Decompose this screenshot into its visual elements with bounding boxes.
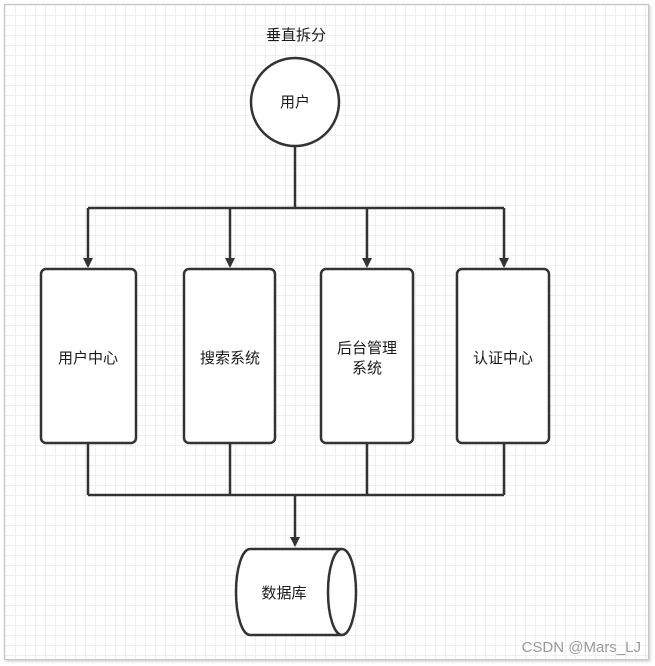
database-node: 数据库	[234, 547, 358, 637]
watermark-text: CSDN @Mars_LJ	[522, 639, 641, 656]
diagram-title: 垂直拆分	[266, 26, 326, 44]
service-label: 用户中心	[58, 349, 118, 367]
database-label: 数据库	[261, 584, 306, 602]
service-label: 认证中心	[473, 349, 533, 367]
service-box-user-center: 用户中心	[39, 267, 138, 445]
service-box-admin-system: 后台管理 系统	[319, 267, 415, 445]
fan-in-connectors	[86, 443, 506, 547]
service-label-line-2: 系统	[352, 359, 382, 377]
fan-out-connectors	[83, 146, 509, 268]
service-label: 搜索系统	[200, 349, 260, 367]
service-label-line-1: 后台管理	[337, 339, 397, 357]
user-label: 用户	[280, 93, 310, 111]
service-box-auth-center: 认证中心	[455, 267, 551, 445]
service-box-search-system: 搜索系统	[182, 267, 277, 445]
